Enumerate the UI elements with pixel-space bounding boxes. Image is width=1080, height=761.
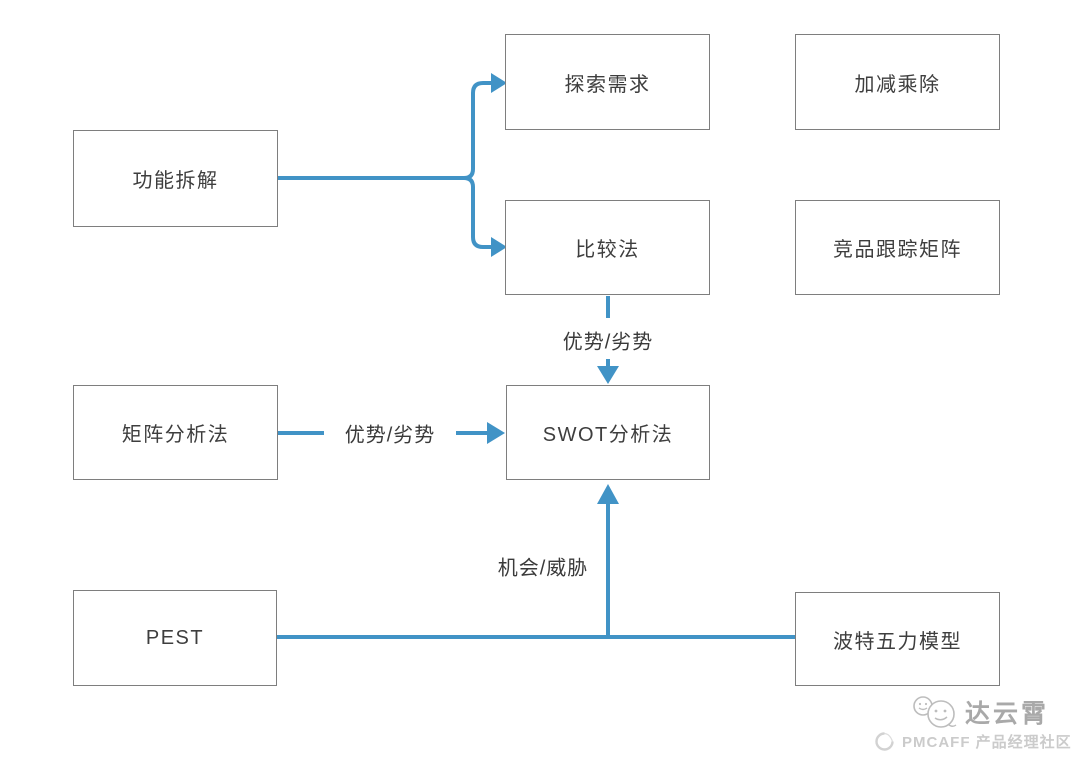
edge-label-opportunity-threat: 机会/威胁 bbox=[495, 551, 591, 581]
node-porter-five-forces: 波特五力模型 bbox=[795, 592, 1000, 686]
node-matrix-analysis: 矩阵分析法 bbox=[73, 385, 278, 480]
arrowhead-to-compare bbox=[491, 237, 507, 257]
edge-label-advantage-disadvantage-horizontal: 优势/劣势 bbox=[342, 418, 438, 448]
watermark-brand-text: 达云霄 bbox=[965, 700, 1050, 728]
pmcaff-swirl-icon bbox=[875, 732, 894, 751]
node-swot-analysis: SWOT分析法 bbox=[506, 385, 710, 480]
node-competitor-tracking-matrix: 竞品跟踪矩阵 bbox=[795, 200, 1000, 295]
node-function-decomposition: 功能拆解 bbox=[73, 130, 278, 227]
connector-func-branch-up bbox=[462, 81, 494, 180]
edge-label-advantage-disadvantage-vertical: 优势/劣势 bbox=[560, 325, 656, 355]
watermark-brand-row: 达云霄 bbox=[912, 694, 1049, 730]
arrowhead-to-swot-top bbox=[597, 366, 619, 384]
node-pest: PEST bbox=[73, 590, 277, 686]
arrowhead-to-swot-bottom bbox=[597, 484, 619, 504]
doodle-face-icon bbox=[913, 696, 957, 728]
arrowhead-to-explore bbox=[491, 73, 507, 93]
node-explore-demand: 探索需求 bbox=[505, 34, 710, 130]
watermark-community-text: PMCAFF 产品经理社区 bbox=[902, 734, 1072, 751]
watermark-community-row: PMCAFF 产品经理社区 bbox=[874, 731, 1072, 752]
arrowhead-to-swot-left bbox=[487, 422, 505, 444]
node-comparison-method: 比较法 bbox=[505, 200, 710, 295]
node-add-subtract-multiply-divide: 加减乘除 bbox=[795, 34, 1000, 130]
connector-func-branch-down bbox=[462, 176, 494, 249]
